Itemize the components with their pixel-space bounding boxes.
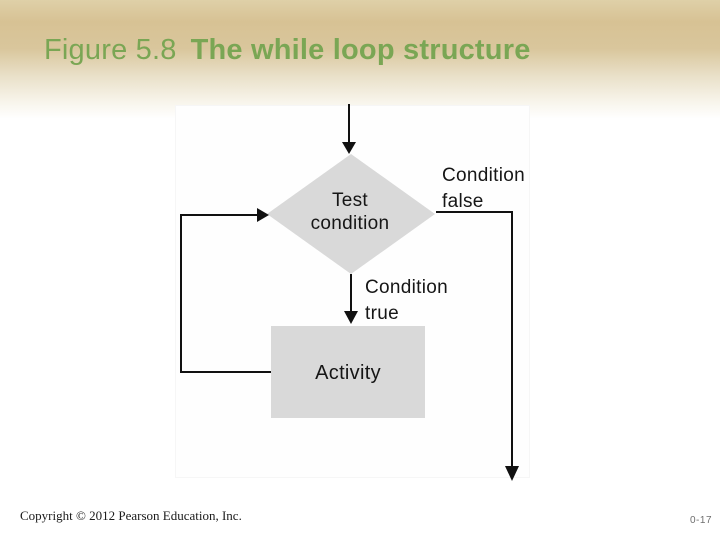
loop-back-arrowhead-icon — [257, 208, 269, 222]
true-arrowhead-icon — [344, 311, 358, 324]
condition-true-label-line1: Condition — [365, 277, 448, 298]
figure-label: Figure 5.8 — [44, 34, 177, 66]
page-number: 0-17 — [689, 515, 712, 526]
decision-label-line2: condition — [311, 213, 390, 234]
figure-title-text: The while loop structure — [190, 34, 531, 66]
false-exit-flow-line — [436, 211, 513, 467]
slide-title: Figure 5.8 The while loop structure — [44, 34, 531, 67]
decision-label-line1: Test — [332, 190, 368, 211]
loop-back-flow-line — [180, 214, 271, 373]
condition-true-label-line2: true — [365, 303, 399, 324]
decision-diamond — [267, 154, 435, 274]
activity-label: Activity — [315, 362, 381, 384]
entry-arrowhead-icon — [342, 142, 356, 154]
condition-false-label-line2: false — [442, 191, 484, 212]
copyright-text: Copyright © 2012 Pearson Education, Inc. — [20, 508, 242, 523]
activity-process-box — [271, 326, 425, 418]
condition-false-label-line1: Condition — [442, 165, 525, 186]
false-exit-arrowhead-icon — [505, 466, 519, 481]
